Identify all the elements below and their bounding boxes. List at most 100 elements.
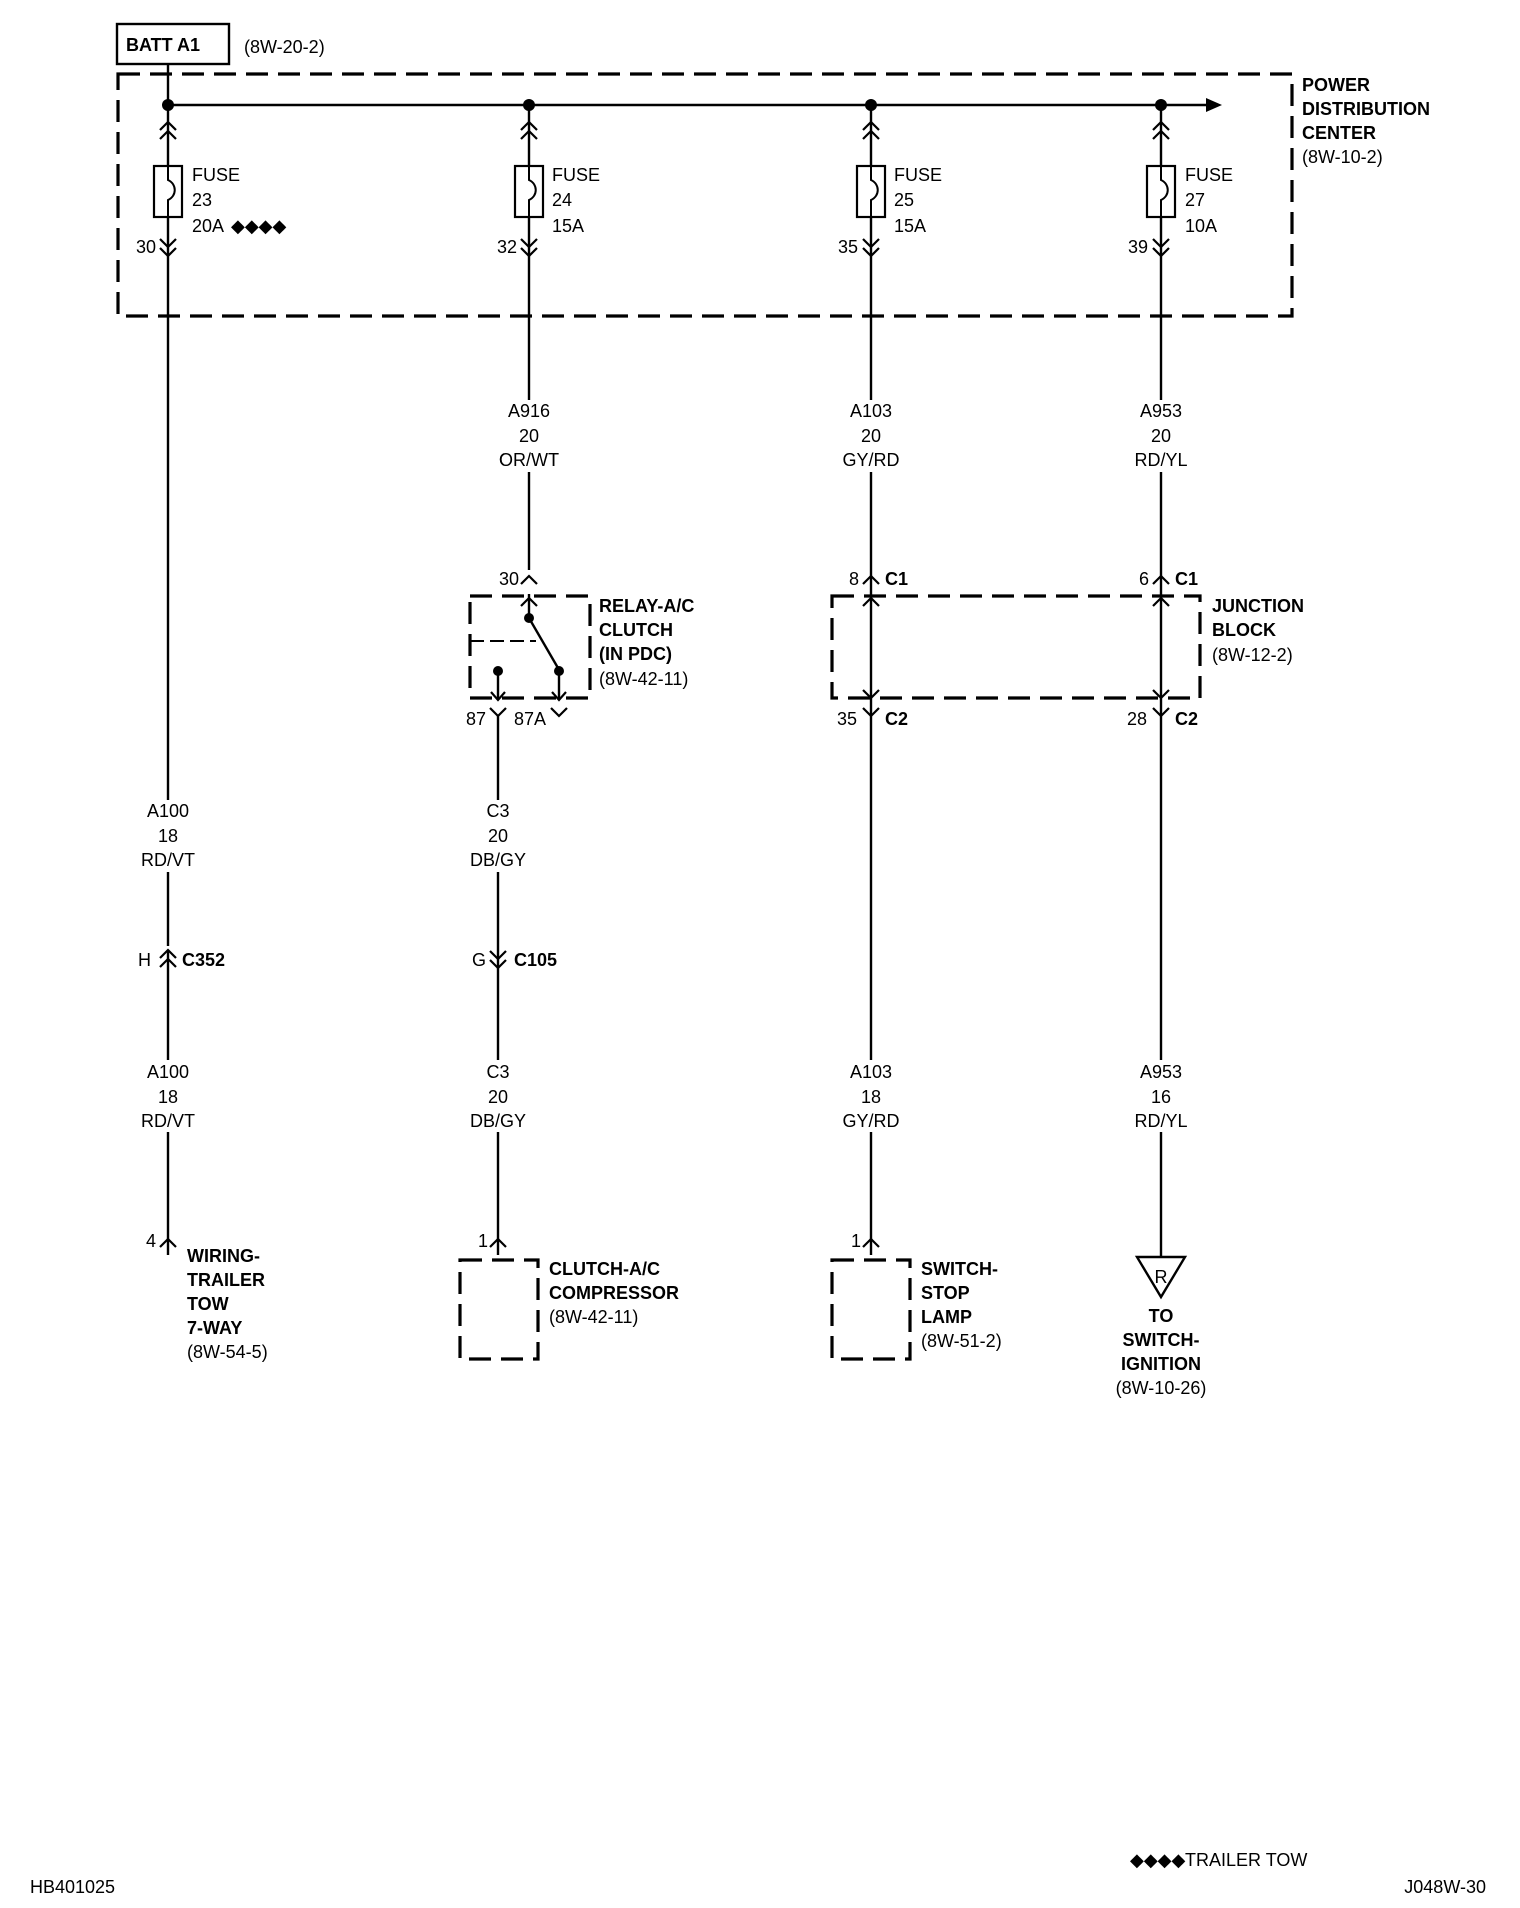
jb-ref: (8W-12-2): [1212, 645, 1293, 665]
fuse-23-rating: 20A: [192, 216, 224, 236]
load-ac-compressor: 1 CLUTCH-A/C COMPRESSOR (8W-42-11): [458, 1231, 679, 1361]
fuse-27-top-connector: [1152, 120, 1170, 140]
a103-lower-circuit: A103: [850, 1062, 892, 1082]
fuse-23-top-connector: [159, 120, 177, 140]
a100-upper-color: RD/VT: [141, 850, 195, 870]
jb-a953-in-pin: 6: [1139, 569, 1149, 589]
stop-lamp-title-2: STOP: [921, 1283, 970, 1303]
ignition-ref: (8W-10-26): [1116, 1378, 1207, 1398]
c105-pin: G: [472, 950, 486, 970]
relay-outline: [468, 594, 592, 700]
c3-upper-label-bg: [468, 800, 528, 872]
wire-a100-lower: A100 18 RD/VT: [141, 1062, 195, 1131]
pdc-title-line-1: POWER: [1302, 75, 1370, 95]
fuse-25: FUSE 25 15A 35: [838, 105, 942, 1255]
legend-marker: ◆◆◆◆: [1130, 1850, 1186, 1870]
c3-lower-circuit: C3: [486, 1062, 509, 1082]
a103-lower-gauge: 18: [861, 1087, 881, 1107]
relay-title-line-3: (IN PDC): [599, 644, 672, 664]
fuse-24-element: [528, 166, 537, 217]
jb-a953-in-connector-label: C1: [1175, 569, 1198, 589]
a100-lower-color: RD/VT: [141, 1111, 195, 1131]
stop-lamp-outline: [830, 1258, 912, 1361]
a100-upper-label-bg: [138, 800, 198, 872]
a103-upper-label-bg: [842, 400, 900, 472]
wire-c3-lower: C3 20 DB/GY: [470, 1062, 526, 1131]
jb-a103-in-pin: 8: [849, 569, 859, 589]
legend: ◆◆◆◆ TRAILER TOW: [1130, 1850, 1307, 1870]
stop-lamp-ref: (8W-51-2): [921, 1331, 1002, 1351]
pdc-ref: (8W-10-2): [1302, 147, 1383, 167]
fuse-25-cavity: 35: [838, 237, 858, 257]
jb-a953-out-arrow: [1152, 689, 1170, 700]
fuse-24: FUSE 24 15A 32: [497, 105, 600, 570]
c352-name: C352: [182, 950, 225, 970]
a103-upper-circuit-top: A103: [850, 401, 892, 421]
jb-a953-in-connector: [1152, 574, 1170, 585]
a100-lower-circuit: A100: [147, 1062, 189, 1082]
pdc-outline: [116, 72, 1294, 318]
fuse-24-bottom-connector: [520, 238, 538, 258]
jb-a103-in-arrow: [862, 596, 880, 607]
relay-87-connector: [489, 707, 507, 718]
wire-a916-text: A916 20 OR/WT A103 20 GY/RD A953 20 RD/Y…: [499, 401, 1188, 470]
jb-a103-out-arrow: [862, 689, 880, 700]
junction-block: 8 C1 6 C1 35 C2 28 C2 JUNCTION BLOCK (8W…: [830, 569, 1304, 729]
ignition-title-1: TO: [1149, 1306, 1174, 1326]
fuse-23-element: [167, 166, 176, 217]
stop-lamp-connector: [862, 1237, 880, 1248]
diagram-id-right: J048W-30: [1404, 1877, 1486, 1897]
trailer-tow-title-3: TOW: [187, 1294, 229, 1314]
relay-title-line-1: RELAY-A/C: [599, 596, 694, 616]
compressor-outline: [458, 1258, 540, 1361]
ignition-reference-letter: R: [1155, 1267, 1168, 1287]
relay-87-arrow: [490, 691, 506, 702]
fuse-23-cavity: 30: [136, 237, 156, 257]
fuse-25-top-connector: [862, 120, 880, 140]
batt-a1-box: [115, 22, 231, 66]
a953-lower-color: RD/YL: [1134, 1111, 1187, 1131]
fuse-23-number: 23: [192, 190, 212, 210]
fuse-27-word: FUSE: [1185, 165, 1233, 185]
compressor-title-1: CLUTCH-A/C: [549, 1259, 660, 1279]
pdc-title-line-3: CENTER: [1302, 123, 1376, 143]
c3-lower-label-bg: [468, 1060, 528, 1132]
pdc-title-line-2: DISTRIBUTION: [1302, 99, 1430, 119]
ignition-reference-triangle: [1134, 1255, 1188, 1300]
a953-lower-label-bg: [1132, 1060, 1190, 1132]
jb-title-line-1: JUNCTION: [1212, 596, 1304, 616]
fuse-27-cavity: 39: [1128, 237, 1148, 257]
bus-bar-arrow: [1206, 98, 1222, 112]
a100-lower-label-bg: [138, 1060, 198, 1132]
jb-a103-in-connector-label: C1: [885, 569, 908, 589]
jb-a103-out-pin: 35: [837, 709, 857, 729]
power-distribution-center: POWER DISTRIBUTION CENTER (8W-10-2) FUSE…: [116, 64, 1430, 1257]
compressor-title-2: COMPRESSOR: [549, 1283, 679, 1303]
battery-source: BATT A1 (8W-20-2): [115, 22, 325, 66]
a916-color-top: OR/WT: [499, 450, 559, 470]
a103-lower-color: GY/RD: [842, 1111, 899, 1131]
fuse-25-rating: 15A: [894, 216, 926, 236]
relay-87a-connector: [550, 707, 568, 718]
fuse-27-bottom-connector: [1152, 238, 1170, 258]
relay-pin-87a-label: 87A: [514, 709, 546, 729]
jb-a953-out-connector: [1152, 707, 1170, 718]
trailer-tow-connector: [159, 1237, 177, 1248]
wire-a100-upper: A100 18 RD/VT: [141, 801, 195, 870]
trailer-tow-title-4: 7-WAY: [187, 1318, 242, 1338]
load-stop-lamp-switch: 1 SWITCH- STOP LAMP (8W-51-2): [830, 1231, 1002, 1361]
compressor-connector: [489, 1237, 507, 1248]
fuse-25-word: FUSE: [894, 165, 942, 185]
trailer-tow-pin: 4: [146, 1231, 156, 1251]
a953-upper-label-bg: [1132, 400, 1190, 472]
jb-a103-out-connector-label: C2: [885, 709, 908, 729]
load-trailer-tow: 4 WIRING- TRAILER TOW 7-WAY (8W-54-5): [146, 1231, 268, 1362]
wire-label-backgrounds: [138, 400, 1190, 1132]
a100-upper-circuit: A100: [147, 801, 189, 821]
relay-87a-arrow: [551, 691, 567, 702]
fuse-24-cavity: 32: [497, 237, 517, 257]
fuse-23-trailer-tow-marker: ◆◆◆◆: [231, 216, 287, 236]
batt-a1-ref: (8W-20-2): [244, 37, 325, 57]
jb-a953-out-connector-label: C2: [1175, 709, 1198, 729]
jb-a953-in-arrow: [1152, 596, 1170, 607]
